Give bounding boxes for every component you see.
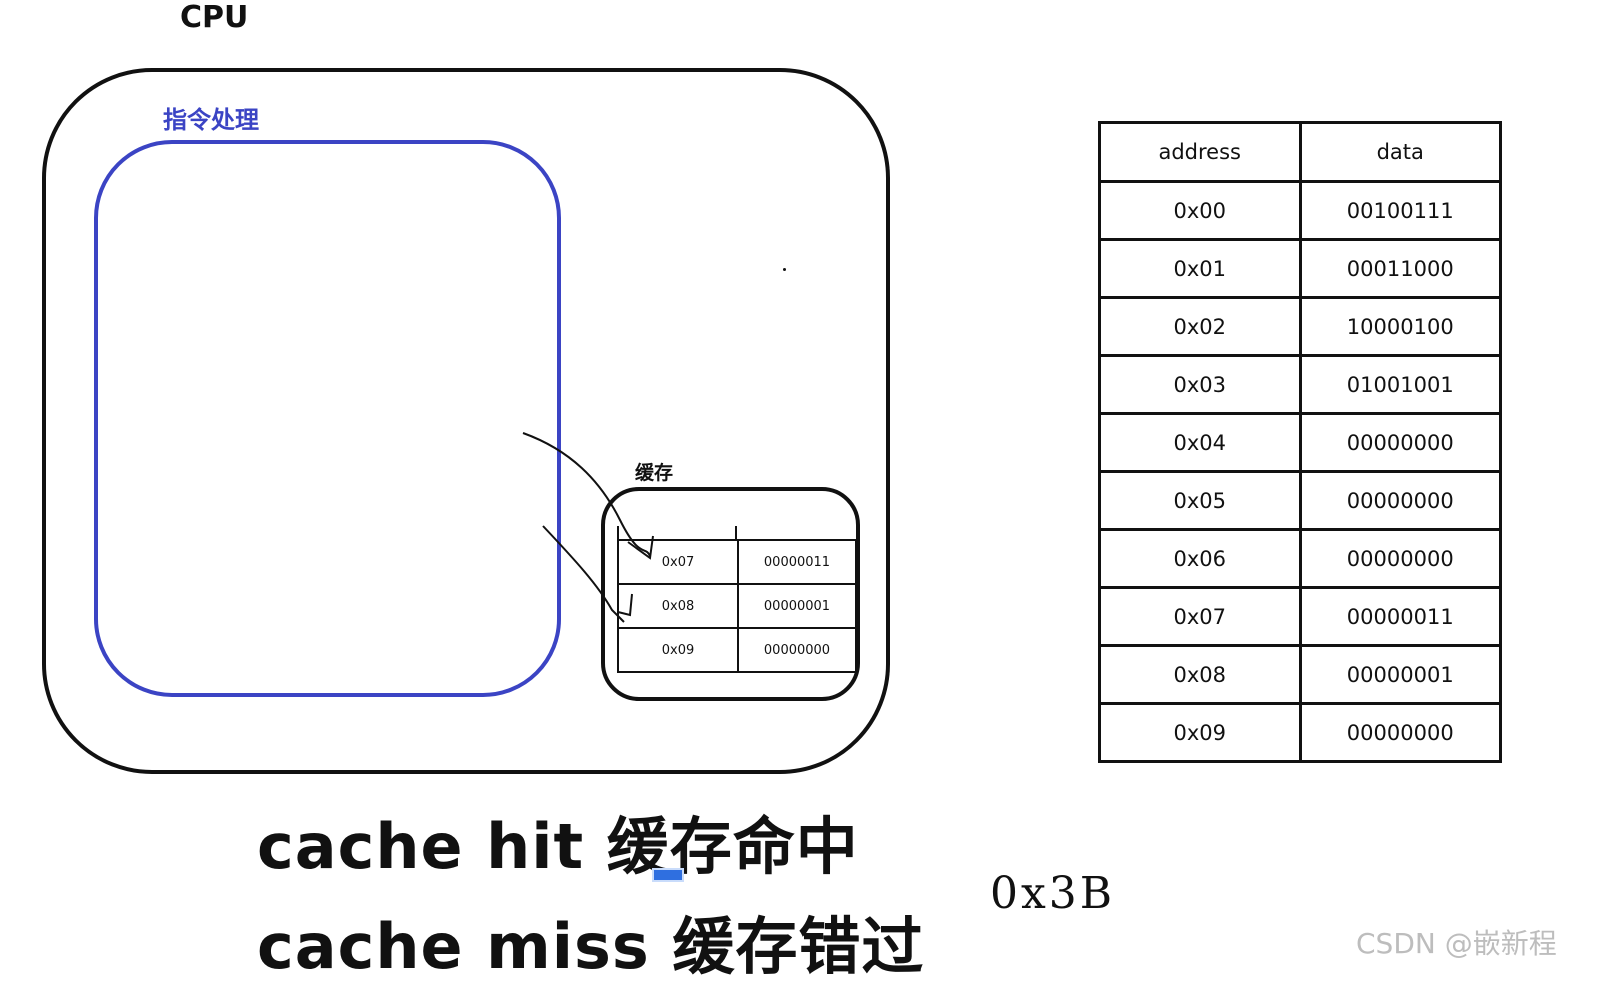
cache-data-cell: 00000001 — [737, 583, 857, 629]
memory-address-cell: 0x02 — [1098, 296, 1302, 357]
cache-address-cell: 0x07 — [617, 539, 739, 585]
cache-label: 缓存 — [635, 462, 674, 484]
memory-header-data: data — [1298, 121, 1502, 183]
memory-data-cell: 00000000 — [1298, 412, 1502, 473]
cache-address-cell: 0x09 — [617, 627, 739, 673]
memory-address-cell: 0x05 — [1098, 470, 1302, 531]
text-cursor-marker[interactable] — [652, 868, 684, 882]
cache-data-cell: 00000000 — [737, 627, 857, 673]
memory-data-cell: 00000000 — [1298, 702, 1502, 763]
memory-header-address: address — [1098, 121, 1302, 183]
memory-data-cell: 00000001 — [1298, 644, 1502, 705]
memory-address-cell: 0x06 — [1098, 528, 1302, 589]
cache-row: 0x07 00000011 — [617, 539, 857, 585]
cpu-box — [42, 68, 890, 774]
memory-data-cell: 10000100 — [1298, 296, 1502, 357]
cache-hit-caption: cache hit 缓存命中 — [257, 810, 859, 883]
memory-data-cell: 00100111 — [1298, 180, 1502, 241]
memory-address-cell: 0x09 — [1098, 702, 1302, 763]
cache-miss-caption: cache miss 缓存错过 — [257, 910, 925, 983]
memory-data-cell: 00000000 — [1298, 528, 1502, 589]
arrow-to-cache-row-2 — [542, 525, 625, 623]
memory-header-row: address data — [1098, 121, 1502, 183]
arrowhead-1 — [627, 535, 654, 560]
memory-address-cell: 0x08 — [1098, 644, 1302, 705]
instruction-processing-label: 指令处理 — [163, 106, 259, 134]
cpu-title: CPU — [180, 0, 249, 35]
memory-data-cell: 01001001 — [1298, 354, 1502, 415]
stray-dot — [783, 268, 786, 271]
cache-row: 0x09 00000000 — [617, 627, 857, 673]
handwritten-address-note: 0x3B — [990, 868, 1116, 919]
watermark: CSDN @嵌新程 — [1356, 927, 1557, 960]
cache-data-cell: 00000011 — [737, 539, 857, 585]
arrowhead-2 — [617, 593, 633, 617]
cache-table: 0x07 00000011 0x08 00000001 0x09 0000000… — [617, 539, 857, 673]
memory-data-cell: 00011000 — [1298, 238, 1502, 299]
cache-row: 0x08 00000001 — [617, 583, 857, 629]
cache-address-cell: 0x08 — [617, 583, 739, 629]
memory-data-cell: 00000000 — [1298, 470, 1502, 531]
instruction-processing-box — [94, 140, 561, 697]
cache-grid-stub — [735, 526, 737, 540]
memory-address-cell: 0x04 — [1098, 412, 1302, 473]
memory-address-cell: 0x03 — [1098, 354, 1302, 415]
memory-address-cell: 0x01 — [1098, 238, 1302, 299]
cache-grid-stub — [617, 526, 619, 540]
memory-address-cell: 0x00 — [1098, 180, 1302, 241]
memory-address-cell: 0x07 — [1098, 586, 1302, 647]
memory-data-cell: 00000011 — [1298, 586, 1502, 647]
arrow-to-cache-row-1 — [522, 432, 651, 557]
